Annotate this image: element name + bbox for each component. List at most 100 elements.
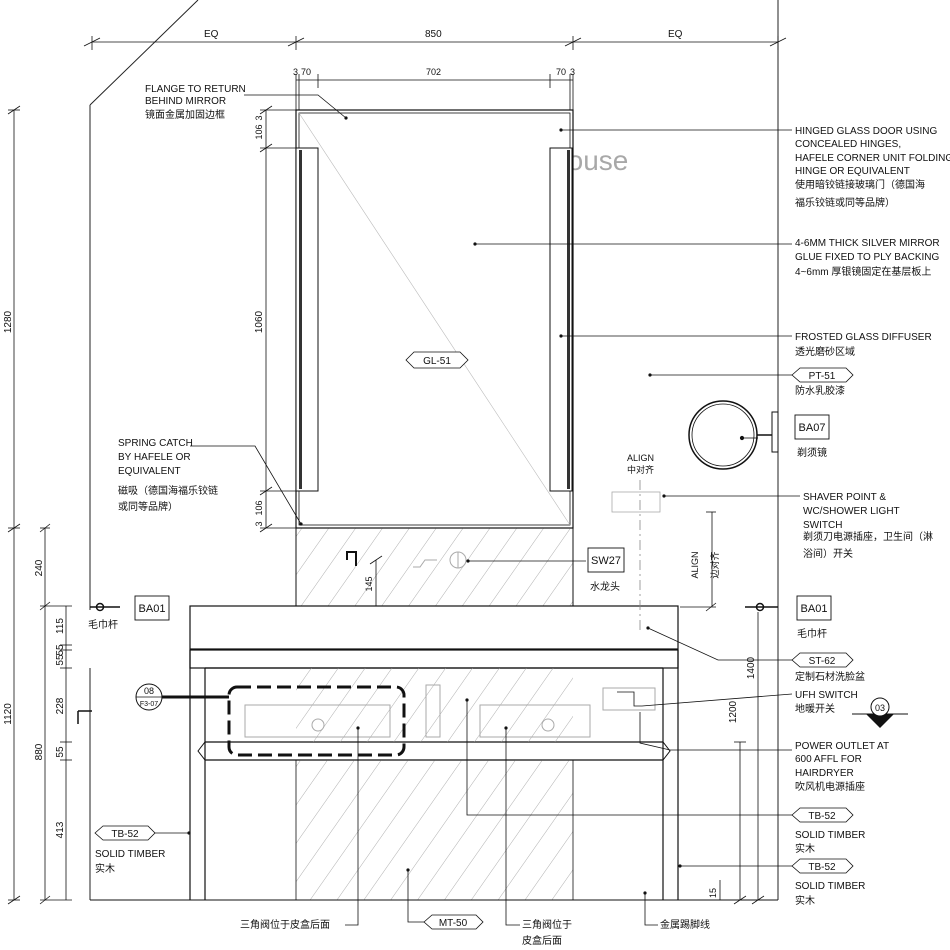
dim-right-c: 15 [708,888,718,898]
dim-stack-e: 228 [55,697,66,714]
plinth-annotation: 金属踢脚线 [643,891,710,931]
right-height-dimension [719,612,765,905]
svg-text:HAFELE CORNER UNIT FOLDING: HAFELE CORNER UNIT FOLDING [795,153,950,164]
uf-mark [77,710,92,724]
valve-access-zone [227,685,406,757]
dim-right-a: 1400 [746,656,757,679]
svg-text:HINGE OR EQUIVALENT: HINGE OR EQUIVALENT [795,166,910,177]
svg-text:GLUE FIXED TO PLY BACKING: GLUE FIXED TO PLY BACKING [795,252,940,263]
dim-mirror-c: 702 [426,67,441,77]
dim-height-bottom-small: 3 [254,521,264,526]
svg-text:皮盒后面: 皮盒后面 [522,934,562,947]
svg-text:SOLID TIMBER: SOLID TIMBER [795,881,865,892]
tb52-right2-annotation: TB-52 SOLID TIMBER 实木 [678,858,865,907]
svg-text:MT-50: MT-50 [439,918,468,929]
svg-text:SOLID TIMBER: SOLID TIMBER [795,830,865,841]
left-overall-dimension [7,105,21,905]
gl51-tag: GL-51 [405,351,469,369]
svg-text:定制石材洗脸盆: 定制石材洗脸盆 [795,670,865,683]
svg-text:TB-52: TB-52 [808,811,836,822]
ufh-annotation: UFH SWITCH 地暖开关 [617,690,858,715]
svg-text:ALIGN: ALIGN [627,453,654,463]
frosted-diffuser-right [549,147,573,492]
tap-icon [346,551,357,566]
svg-text:吹风机电源插座: 吹风机电源插座 [795,780,865,793]
lower-panel-hatch [295,759,574,901]
svg-text:EQUIVALENT: EQUIVALENT [118,466,181,477]
towel-bar-left-icon [90,602,120,612]
align-side-dimension [680,511,717,612]
shaver-point-annotation: SHAVER POINT & WC/SHOWER LIGHT SWITCH 剃须… [662,492,933,560]
power-outlet-annotation: POWER OUTLET AT 600 AFFL FOR HAIRDRYER 吹… [639,712,889,793]
basin-outline [244,684,656,738]
ba07-tag-box [794,414,830,440]
svg-text:SWITCH: SWITCH [803,520,842,531]
svg-text:防水乳胶漆: 防水乳胶漆 [795,384,845,397]
tap-dimension [369,555,383,606]
svg-text:中对齐: 中对齐 [627,464,654,475]
svg-text:磁吸（德国海福乐铰链: 磁吸（德国海福乐铰链 [118,484,218,497]
svg-text:SPRING CATCH: SPRING CATCH [118,438,193,449]
svg-text:使用暗铰链接玻璃门（德国海: 使用暗铰链接玻璃门（德国海 [795,178,925,191]
svg-text:TB-52: TB-52 [808,862,836,873]
ba07-cn: 剃须镜 [797,446,827,459]
dim-stack-d: 55 [55,654,66,666]
align-center-annotation: ALIGN 中对齐 [611,453,661,630]
top-dimension-chain [83,36,787,110]
align-side-cn: 边对齐 [709,551,720,578]
ba01-right-tag-box [796,595,832,621]
dim-right-b: 1200 [728,700,739,723]
svg-text:透光磨砂区域: 透光磨砂区域 [795,345,855,358]
svg-text:03: 03 [875,703,885,713]
dim-mirror-a: 3 [293,67,298,77]
svg-text:福乐铰链或同等品牌）: 福乐铰链或同等品牌） [795,196,895,209]
svg-text:UFH SWITCH: UFH SWITCH [795,690,858,701]
svg-text:08: 08 [144,686,154,696]
svg-text:SOLID TIMBER: SOLID TIMBER [95,849,165,860]
dim-height-top-small: 3 [254,115,264,120]
tap-outline-light [413,551,467,569]
sw27-cn: 水龙头 [590,580,620,593]
svg-text:实木: 实木 [795,894,815,907]
svg-text:TB-52: TB-52 [111,829,139,840]
stone-countertop [189,605,679,650]
svg-text:WC/SHOWER LIGHT: WC/SHOWER LIGHT [803,506,900,517]
dim-stack-c: 55 [55,644,66,656]
valve-left-annotation: 三角阀位于皮盒后面 [240,726,360,931]
dim-top-left: EQ [204,29,219,40]
dim-stack-a: 240 [34,559,45,576]
dim-stack-h: 413 [55,821,66,838]
svg-text:4-6MM THICK SILVER MIRROR: 4-6MM THICK SILVER MIRROR [795,238,940,249]
pt51-annotation: PT-51 防水乳胶漆 [648,367,854,397]
st62-annotation: ST-62 定制石材洗脸盆 [646,626,865,683]
svg-text:浴间）开关: 浴间）开关 [803,547,853,560]
mirror-cabinet [295,109,574,529]
svg-text:镜面金属加固边框: 镜面金属加固边框 [145,108,225,121]
svg-text:F3-07: F3-07 [140,701,158,708]
frosted-glass-annotation: FROSTED GLASS DIFFUSER 透光磨砂区域 [559,332,932,358]
mt50-annotation: MT-50 [406,868,484,930]
svg-text:POWER OUTLET AT: POWER OUTLET AT [795,741,889,752]
mirror-height-dimension [259,105,296,533]
ba01-left-cn: 毛巾杆 [88,618,118,631]
svg-text:HAIRDRYER: HAIRDRYER [795,768,854,779]
svg-text:600 AFFL FOR: 600 AFFL FOR [795,754,862,765]
svg-text:BY HAFELE OR: BY HAFELE OR [118,452,191,463]
svg-text:三角阀位于皮盒后面: 三角阀位于皮盒后面 [240,918,330,931]
svg-text:金属踢脚线: 金属踢脚线 [660,918,710,931]
svg-text:实木: 实木 [795,842,815,855]
left-stack-dimension [39,523,72,905]
ba07-tag: BA07 [799,422,826,434]
dim-tap-height: 145 [364,576,374,591]
dim-stack-f: 55 [55,746,66,758]
ba01-right-cn: 毛巾杆 [797,627,827,640]
svg-text:或同等品牌）: 或同等品牌） [118,500,178,513]
svg-text:SHAVER POINT &: SHAVER POINT & [803,492,886,503]
sw27-tag: SW27 [591,555,621,567]
svg-text:剃须刀电源插座，卫生间（淋: 剃须刀电源插座，卫生间（淋 [803,530,933,543]
dim-mirror-b: 70 [301,67,311,77]
svg-text:实木: 实木 [95,862,115,875]
tb52-left-annotation: TB-52 SOLID TIMBER 实木 [94,825,191,875]
dim-stack-g: 880 [34,743,45,760]
